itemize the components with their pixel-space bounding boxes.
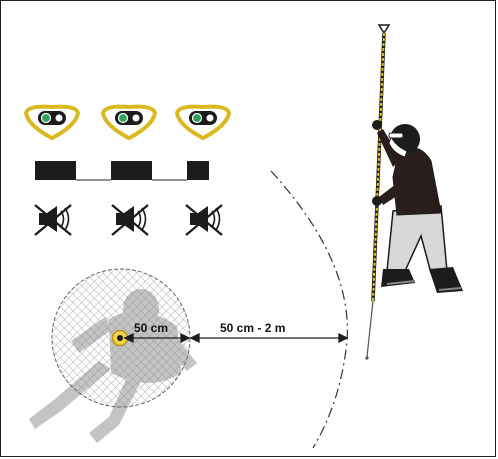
speaker-muted-icon: [35, 205, 71, 235]
triangle-transceiver-icon: [103, 107, 155, 138]
rescuer-figure: [372, 120, 463, 293]
mute-icons: [35, 205, 222, 235]
outer-distance-label: 50 cm - 2 m: [220, 321, 285, 335]
medium-bar: [111, 161, 152, 180]
long-bar: [35, 161, 76, 180]
search-range-arc: [271, 171, 347, 448]
short-bar: [187, 161, 209, 180]
speaker-muted-icon: [112, 205, 148, 235]
speaker-muted-icon: [186, 205, 222, 235]
signal-bars: [35, 161, 209, 180]
triangle-transceiver-icon: [177, 107, 229, 138]
inner-distance-label: 50 cm: [134, 321, 168, 335]
transceiver-icons: [26, 107, 229, 138]
triangle-transceiver-icon: [26, 107, 78, 138]
